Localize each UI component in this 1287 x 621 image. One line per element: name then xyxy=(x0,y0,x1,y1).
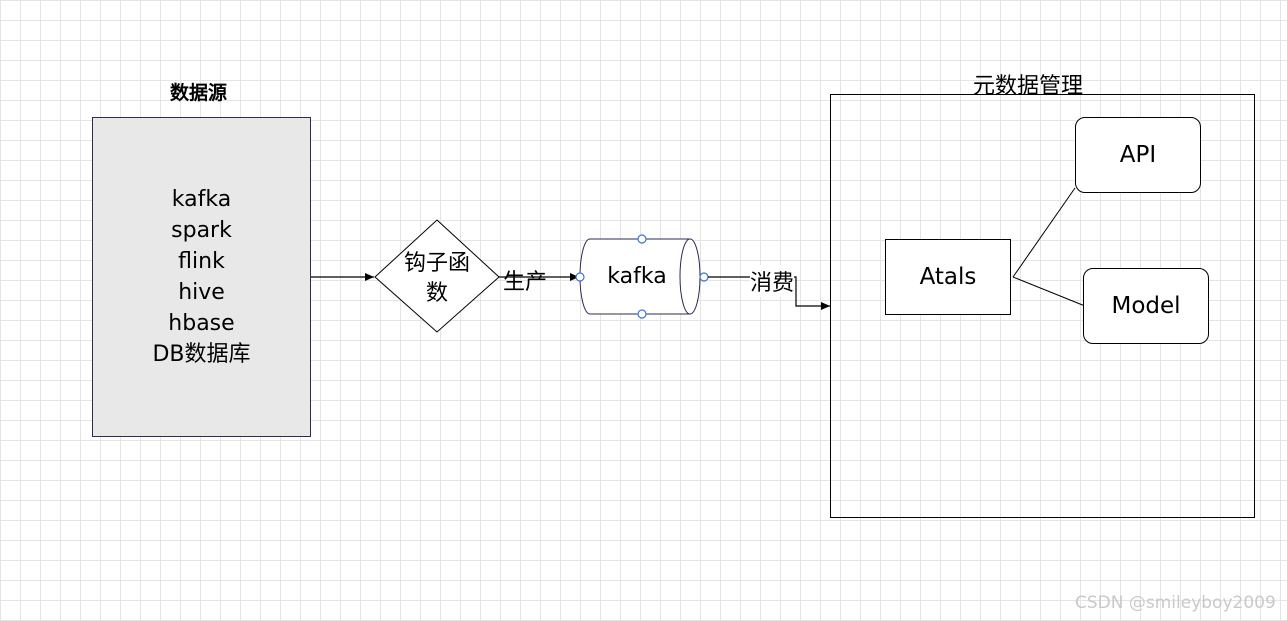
kafka-queue-shape xyxy=(579,238,701,315)
atals-to-model-line xyxy=(1012,276,1086,307)
model-box[interactable]: Model xyxy=(1083,268,1209,344)
queue-handle-left[interactable] xyxy=(575,272,585,282)
queue-label: kafka xyxy=(607,264,667,289)
hook-label-line2: 数 xyxy=(425,281,448,306)
queue-handle-right[interactable] xyxy=(699,272,709,282)
source-item-hbase: hbase xyxy=(168,311,235,336)
watermark: CSDN @smileyboy2009 xyxy=(1075,593,1276,613)
atals-to-api-line xyxy=(1012,187,1076,278)
queue-handle-top[interactable] xyxy=(637,234,647,244)
source-item-kafka: kafka xyxy=(171,187,232,212)
hook-label: 钩子函 数 xyxy=(387,249,487,309)
source-item-spark: spark xyxy=(171,218,232,243)
hook-diamond xyxy=(374,219,500,333)
hook-label-line1: 钩子函 xyxy=(403,251,470,276)
source-item-flink: flink xyxy=(178,249,225,274)
source-item-db: DB数据库 xyxy=(152,342,251,367)
source-title: 数据源 xyxy=(170,82,228,104)
metadata-title: 元数据管理 xyxy=(973,74,1084,99)
queue-handle-bottom[interactable] xyxy=(637,309,647,319)
consume-label: 消费 xyxy=(750,265,795,297)
source-box[interactable]: kafka spark flink hive hbase DB数据库 xyxy=(92,117,311,437)
api-box[interactable]: API xyxy=(1075,117,1201,193)
atals-box[interactable]: Atals xyxy=(885,239,1011,315)
source-item-hive: hive xyxy=(178,280,225,305)
produce-label: 生产 xyxy=(503,270,548,295)
metadata-container xyxy=(830,94,1255,518)
